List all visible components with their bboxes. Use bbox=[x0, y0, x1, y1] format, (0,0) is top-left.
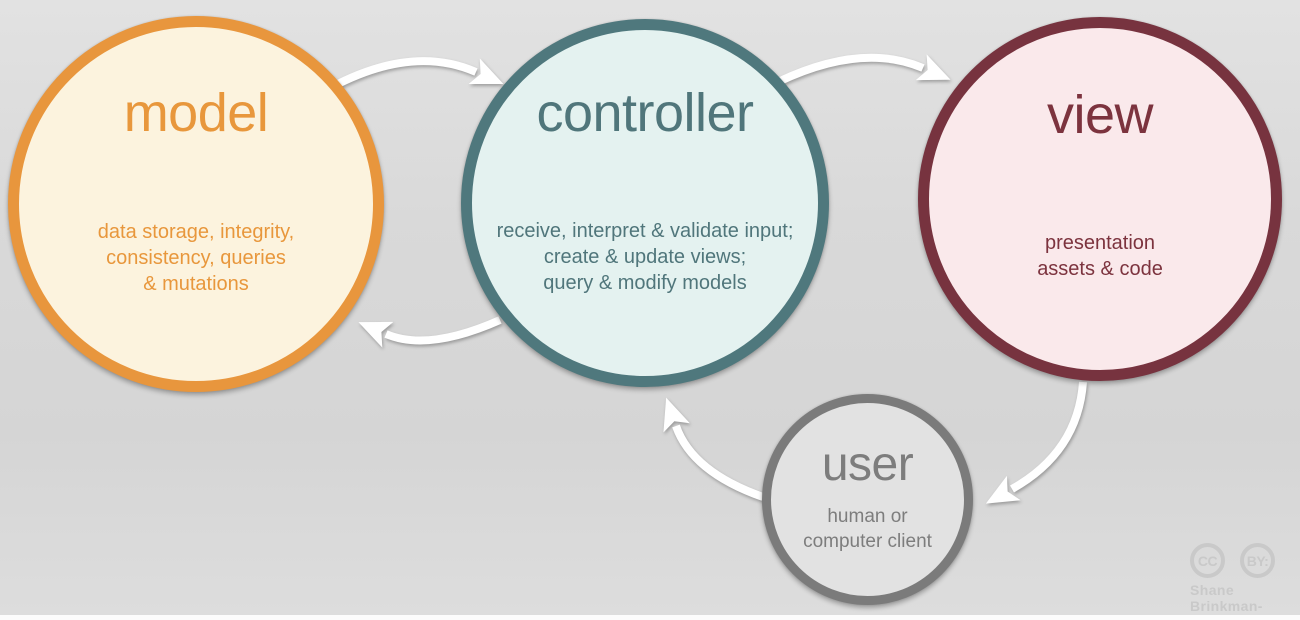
desc-line: assets & code bbox=[1037, 258, 1163, 280]
desc-line: receive, interpret & validate input; bbox=[496, 220, 794, 242]
desc-line: & mutations bbox=[143, 273, 249, 295]
desc-line: data storage, integrity, bbox=[97, 221, 295, 243]
cc-icon: CC bbox=[1190, 543, 1225, 578]
desc-line: human or bbox=[827, 506, 908, 527]
node-user: user human or computer client bbox=[762, 394, 973, 605]
cc-by-icon: BY: bbox=[1240, 543, 1275, 578]
node-user-description: human or computer client bbox=[771, 504, 964, 554]
cc-by-icon-label: BY: bbox=[1246, 552, 1269, 569]
node-controller-description: receive, interpret & validate input; cre… bbox=[472, 218, 818, 296]
attribution: CC BY: Shane Brinkman-Davis bbox=[1190, 543, 1300, 620]
desc-line: computer client bbox=[803, 531, 932, 552]
node-model-description: data storage, integrity, consistency, qu… bbox=[19, 219, 373, 297]
cc-icon-label: CC bbox=[1197, 552, 1218, 569]
cc-license-badges: CC BY: bbox=[1190, 543, 1300, 578]
arrow-view-to-user bbox=[985, 381, 1087, 504]
desc-line: consistency, queries bbox=[106, 247, 286, 269]
bottom-edge-strip bbox=[0, 615, 1300, 620]
desc-line: query & modify models bbox=[543, 272, 747, 294]
node-model: model data storage, integrity, consisten… bbox=[8, 16, 384, 392]
arrow-controller-to-view bbox=[776, 53, 951, 86]
author-name-line1: Shane bbox=[1190, 582, 1235, 598]
arrow-user-to-controller bbox=[663, 397, 765, 501]
node-view-description: presentation assets & code bbox=[929, 230, 1271, 282]
node-model-title: model bbox=[123, 83, 269, 143]
desc-line: presentation bbox=[1044, 232, 1156, 254]
node-view: view presentation assets & code bbox=[918, 17, 1282, 381]
node-controller-title: controller bbox=[536, 83, 754, 143]
node-view-title: view bbox=[1046, 85, 1154, 145]
arrow-controller-to-model bbox=[358, 316, 502, 348]
desc-line: create & update views; bbox=[543, 246, 747, 268]
node-user-title: user bbox=[821, 438, 914, 491]
arrow-model-to-controller bbox=[328, 57, 504, 92]
node-controller: controller receive, interpret & validate… bbox=[461, 19, 829, 387]
